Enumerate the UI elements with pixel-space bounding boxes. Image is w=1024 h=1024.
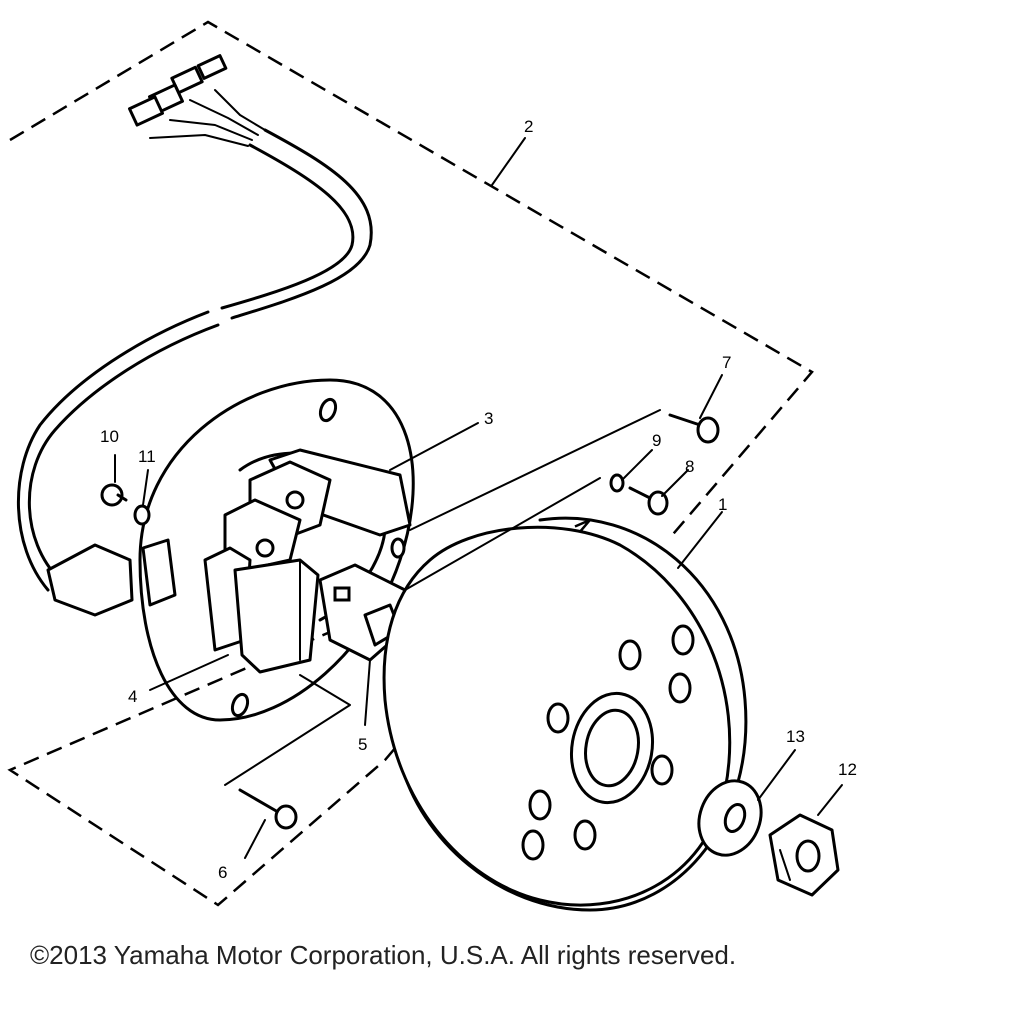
callout-13: 13: [786, 727, 805, 746]
leader-lines: [114, 137, 843, 859]
hex-nut: [768, 813, 840, 897]
callout-4: 4: [128, 687, 137, 706]
callout-1: 1: [718, 495, 727, 514]
callout-3: 3: [484, 409, 493, 428]
screw-part-8: [628, 486, 669, 516]
callout-5: 5: [358, 735, 367, 754]
generator-exploded-diagram: 1 2 3 4 5 6 7 8 9 10 11 12 13: [7, 20, 857, 912]
callout-6: 6: [218, 863, 227, 882]
callout-8: 8: [685, 457, 694, 476]
screw-part-7: [668, 413, 720, 444]
callout-11: 11: [138, 447, 156, 466]
callout-2: 2: [524, 117, 533, 136]
callout-12: 12: [838, 760, 857, 779]
copyright-notice: ©2013 Yamaha Motor Corporation, U.S.A. A…: [30, 940, 737, 970]
washer-part-9: [609, 473, 625, 493]
wire-harness: [17, 54, 373, 617]
stator-coupler: [141, 538, 177, 607]
pickup-coil: [248, 448, 412, 542]
callout-9: 9: [652, 431, 661, 450]
washer-part-11: [133, 504, 151, 526]
screw-part-10: [100, 483, 128, 507]
plain-washer: [697, 779, 763, 857]
screw-part-6: [238, 788, 298, 830]
callout-10: 10: [100, 427, 119, 446]
flywheel-rotor: [382, 516, 748, 912]
callout-7: 7: [722, 353, 731, 372]
lighting-coil: [203, 498, 320, 674]
